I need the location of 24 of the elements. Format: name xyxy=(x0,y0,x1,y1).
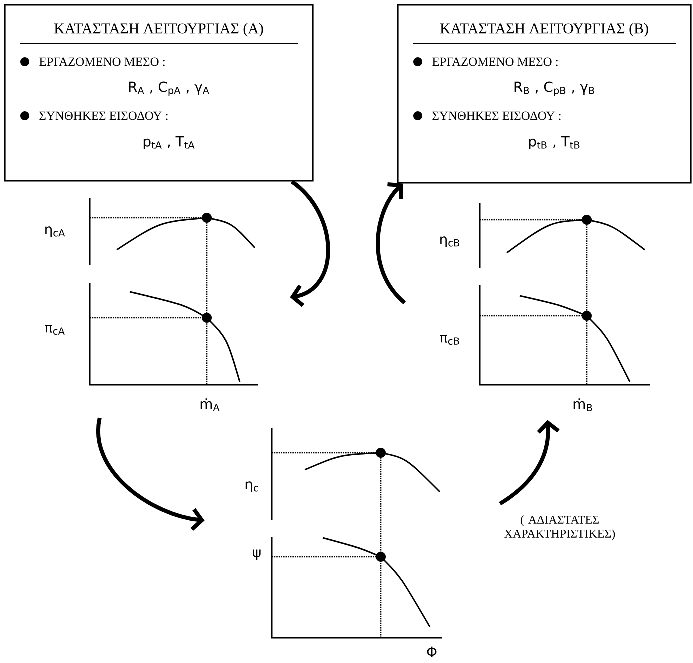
curved-arrow xyxy=(290,180,330,308)
axis-label: ṁ$_{B}$ xyxy=(574,398,592,412)
parameter-list: p$_{tA}$ , T$_{tA}$ xyxy=(144,136,195,150)
curved-arrow xyxy=(376,182,406,304)
axis-label: π$_{cB}$ xyxy=(440,335,460,345)
axis-label: ṁ$_{A}$ xyxy=(200,398,220,412)
bullet-text: ΣΥΝΘΗΚΕΣ ΕΙΣΟΔΟΥ : xyxy=(432,112,561,120)
bullet-text: ΣΥΝΘΗΚΕΣ ΕΙΣΟΔΟΥ : xyxy=(40,112,168,120)
bullet-text: ΕΡΓΑΖΟΜΕΝΟ ΜΕΣΟ : xyxy=(40,58,165,66)
axis-label: ψ xyxy=(253,550,261,560)
curved-arrow xyxy=(499,420,560,506)
axis-label: η$_{c}$ xyxy=(246,482,258,492)
chart-caption: ( ΑΔΙΑΣΤΑΤΕΣ ΧΑΡΑΚΤΗΡΙΣΤΙΚΕΣ) xyxy=(504,516,616,540)
parameter-list: R$_{A}$ , C$_{pA}$ , γ$_{A}$ xyxy=(129,82,210,96)
axis-label: π$_{cA}$ xyxy=(45,325,65,335)
axis-label: η$_{cB}$ xyxy=(440,236,460,248)
parameter-list: R$_{B}$ , C$_{pB}$ , γ$_{B}$ xyxy=(514,82,594,96)
box-heading: ΚΑΤΑΣΤΑΣΗ ΛΕΙΤΟΥΡΓΙΑΣ (Β) xyxy=(440,23,648,37)
box-heading: ΚΑΤΑΣΤΑΣΗ ΛΕΙΤΟΥΡΓΙΑΣ (Α) xyxy=(54,23,264,37)
axis-label: η$_{cA}$ xyxy=(46,226,66,238)
axis-label: Φ xyxy=(427,646,437,658)
bullet-text: ΕΡΓΑΖΟΜΕΝΟ ΜΕΣΟ : xyxy=(432,58,558,66)
curved-arrow xyxy=(96,418,205,531)
parameter-list: p$_{tB}$ , T$_{tB}$ xyxy=(529,136,580,150)
